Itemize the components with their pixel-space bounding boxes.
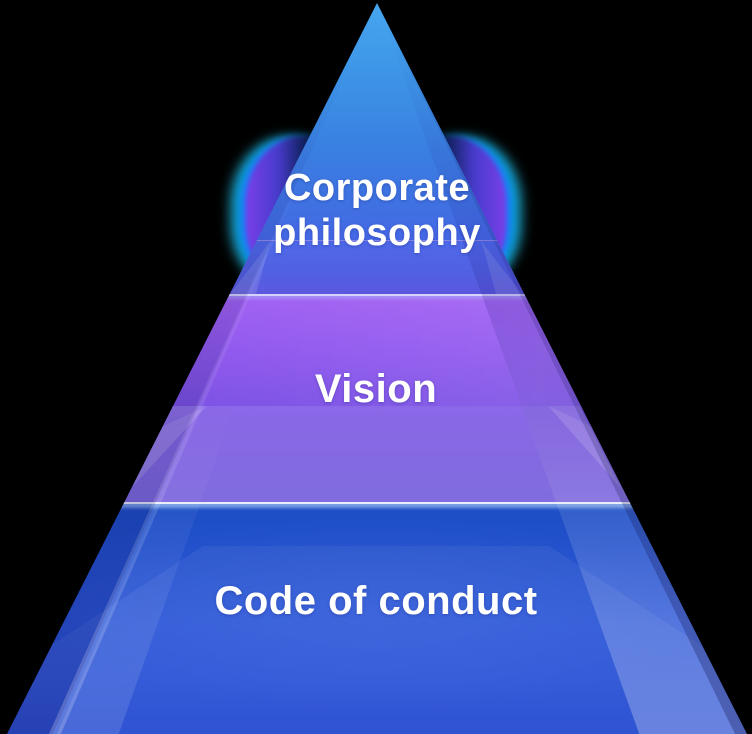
tier-label-vision: Vision <box>314 367 438 411</box>
ledge-highlight-trapezoid <box>6 406 748 502</box>
tier-label-code-of-conduct: Code of conduct <box>214 579 538 623</box>
tier-face-code-of-conduct <box>6 502 748 734</box>
tier-label-corporate-philosophy: Corporate philosophy <box>273 167 481 254</box>
tier-ledge-code-of-conduct-top <box>6 406 748 502</box>
